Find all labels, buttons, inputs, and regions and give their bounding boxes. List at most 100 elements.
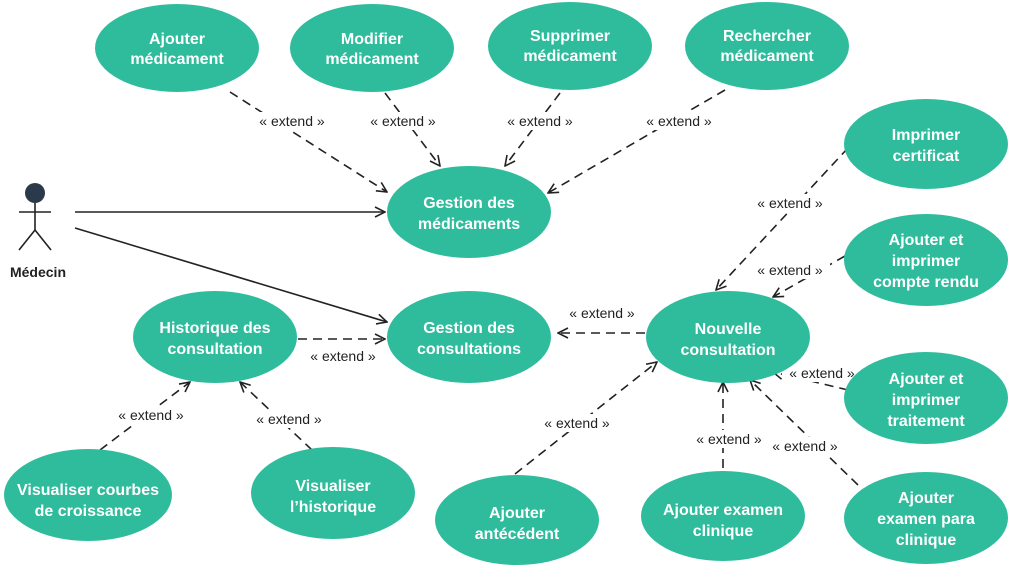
usecase-traitement[interactable]: Ajouter et imprimer traitement bbox=[844, 352, 1008, 444]
usecase-line: Visualiser bbox=[295, 478, 370, 495]
extend-labels: « extend » « extend » « extend » « exten… bbox=[111, 112, 862, 455]
usecase-line: médicament bbox=[720, 48, 814, 65]
usecase-line: traitement bbox=[887, 413, 965, 430]
usecase-ajouter-antecedent[interactable]: Ajouter antécédent bbox=[435, 475, 599, 565]
svg-text:antécédent: antécédent bbox=[475, 526, 560, 543]
extend-label: « extend » bbox=[544, 415, 610, 431]
extend-label: « extend » bbox=[370, 113, 436, 129]
svg-text:médicaments: médicaments bbox=[418, 216, 520, 233]
usecase-compte-rendu[interactable]: Ajouter et imprimer compte rendu bbox=[844, 214, 1008, 306]
extend-label: « extend » bbox=[310, 348, 376, 364]
svg-text:Rechercher: Rechercher bbox=[723, 28, 811, 45]
usecase-line: Gestion des bbox=[423, 320, 515, 337]
svg-text:compte rendu: compte rendu bbox=[873, 274, 979, 291]
usecase-gestion-consultations[interactable]: Gestion des consultations bbox=[387, 291, 551, 383]
usecase-line: Visualiser courbes bbox=[17, 482, 159, 499]
svg-text:Nouvelle: Nouvelle bbox=[695, 321, 762, 338]
svg-text:Modifier: Modifier bbox=[341, 31, 403, 48]
usecase-imprimer-certificat[interactable]: Imprimer certificat bbox=[844, 99, 1008, 189]
extend-label: « extend » bbox=[757, 195, 823, 211]
svg-text:Ajouter et: Ajouter et bbox=[889, 371, 964, 388]
usecase-line: Ajouter et bbox=[889, 371, 964, 388]
extend-label: « extend » bbox=[256, 411, 322, 427]
usecase-line: Imprimer bbox=[892, 127, 960, 144]
svg-text:Gestion des: Gestion des bbox=[423, 195, 515, 212]
svg-text:consultations: consultations bbox=[417, 341, 521, 358]
usecase-ajouter-medicament[interactable]: Ajouter médicament bbox=[95, 4, 259, 92]
usecase-rechercher-medicament[interactable]: Rechercher médicament bbox=[685, 2, 849, 90]
usecase-supprimer-medicament[interactable]: Supprimer médicament bbox=[488, 2, 652, 90]
svg-text:Imprimer: Imprimer bbox=[892, 127, 960, 144]
usecase-examen-clinique[interactable]: Ajouter examen clinique bbox=[641, 471, 805, 561]
association-gestion-consultations bbox=[74, 227, 387, 322]
extend-label: « extend » bbox=[118, 407, 184, 423]
svg-text:médicament: médicament bbox=[523, 48, 617, 65]
usecase-examen-para-clinique[interactable]: Ajouter examen para clinique bbox=[844, 472, 1008, 564]
svg-text:Supprimer: Supprimer bbox=[530, 28, 610, 45]
svg-text:médicament: médicament bbox=[325, 51, 419, 68]
usecase-line: examen para bbox=[877, 511, 975, 528]
usecase-line: certificat bbox=[893, 148, 960, 165]
svg-text:Ajouter: Ajouter bbox=[489, 505, 545, 522]
usecase-line: Ajouter bbox=[149, 31, 205, 48]
usecase-line: consultation bbox=[680, 342, 775, 359]
usecase-line: médicaments bbox=[418, 216, 520, 233]
usecase-line: Supprimer bbox=[530, 28, 610, 45]
extend-visualiser-courbes bbox=[99, 382, 190, 451]
usecase-gestion-medicaments[interactable]: Gestion des médicaments bbox=[387, 166, 551, 258]
usecase-line: antécédent bbox=[475, 526, 560, 543]
usecase-nouvelle-consultation[interactable]: Nouvelle consultation bbox=[646, 291, 810, 383]
svg-text:Visualiser: Visualiser bbox=[295, 478, 370, 495]
svg-text:imprimer: imprimer bbox=[892, 392, 960, 409]
usecase-line: Rechercher bbox=[723, 28, 811, 45]
svg-text:clinique: clinique bbox=[693, 523, 754, 540]
extend-label: « extend » bbox=[696, 431, 762, 447]
extend-label: « extend » bbox=[507, 113, 573, 129]
svg-text:de croissance: de croissance bbox=[35, 503, 142, 520]
svg-text:Ajouter examen: Ajouter examen bbox=[663, 502, 783, 519]
svg-text:consultation: consultation bbox=[167, 341, 262, 358]
usecase-line: imprimer bbox=[892, 392, 960, 409]
usecase-line: consultations bbox=[417, 341, 521, 358]
usecase-line: de croissance bbox=[35, 503, 142, 520]
usecase-line: Ajouter et bbox=[889, 232, 964, 249]
usecase-line: médicament bbox=[325, 51, 419, 68]
usecase-line: consultation bbox=[167, 341, 262, 358]
usecase-line: compte rendu bbox=[873, 274, 979, 291]
usecase-line: l’historique bbox=[290, 499, 376, 516]
actor-label: Médecin bbox=[10, 264, 66, 280]
usecase-modifier-medicament[interactable]: Modifier médicament bbox=[290, 4, 454, 92]
usecase-line: Ajouter bbox=[898, 490, 954, 507]
usecase-line: Gestion des bbox=[423, 195, 515, 212]
extend-label: « extend » bbox=[569, 305, 635, 321]
extend-imprimer-certificat bbox=[716, 147, 849, 290]
extend-label: « extend » bbox=[789, 365, 855, 381]
usecase-visualiser-courbes[interactable]: Visualiser courbes de croissance bbox=[4, 449, 172, 541]
usecase-line: imprimer bbox=[892, 253, 960, 270]
svg-text:Ajouter: Ajouter bbox=[898, 490, 954, 507]
svg-text:traitement: traitement bbox=[887, 413, 965, 430]
usecase-line: Nouvelle bbox=[695, 321, 762, 338]
svg-text:médicament: médicament bbox=[720, 48, 814, 65]
usecase-line: Ajouter examen bbox=[663, 502, 783, 519]
usecase-line: clinique bbox=[693, 523, 754, 540]
usecase-historique-consultation[interactable]: Historique des consultation bbox=[133, 291, 297, 383]
svg-text:Historique des: Historique des bbox=[159, 320, 270, 337]
svg-text:Ajouter et: Ajouter et bbox=[889, 232, 964, 249]
svg-text:Gestion des: Gestion des bbox=[423, 320, 515, 337]
usecase-visualiser-historique[interactable]: Visualiser l’historique bbox=[251, 447, 415, 539]
usecase-line: Ajouter bbox=[489, 505, 545, 522]
extend-ajouter-medicament bbox=[229, 91, 387, 192]
actor-medecin: Médecin bbox=[10, 183, 66, 280]
svg-text:clinique: clinique bbox=[896, 532, 957, 549]
extend-label: « extend » bbox=[757, 262, 823, 278]
extend-label: « extend » bbox=[259, 113, 325, 129]
svg-text:consultation: consultation bbox=[680, 342, 775, 359]
svg-text:médicament: médicament bbox=[130, 51, 224, 68]
usecase-line: Modifier bbox=[341, 31, 403, 48]
svg-text:Visualiser courbes: Visualiser courbes bbox=[17, 482, 159, 499]
extend-relations bbox=[99, 89, 859, 486]
usecase-line: médicament bbox=[523, 48, 617, 65]
extend-label: « extend » bbox=[772, 438, 838, 454]
